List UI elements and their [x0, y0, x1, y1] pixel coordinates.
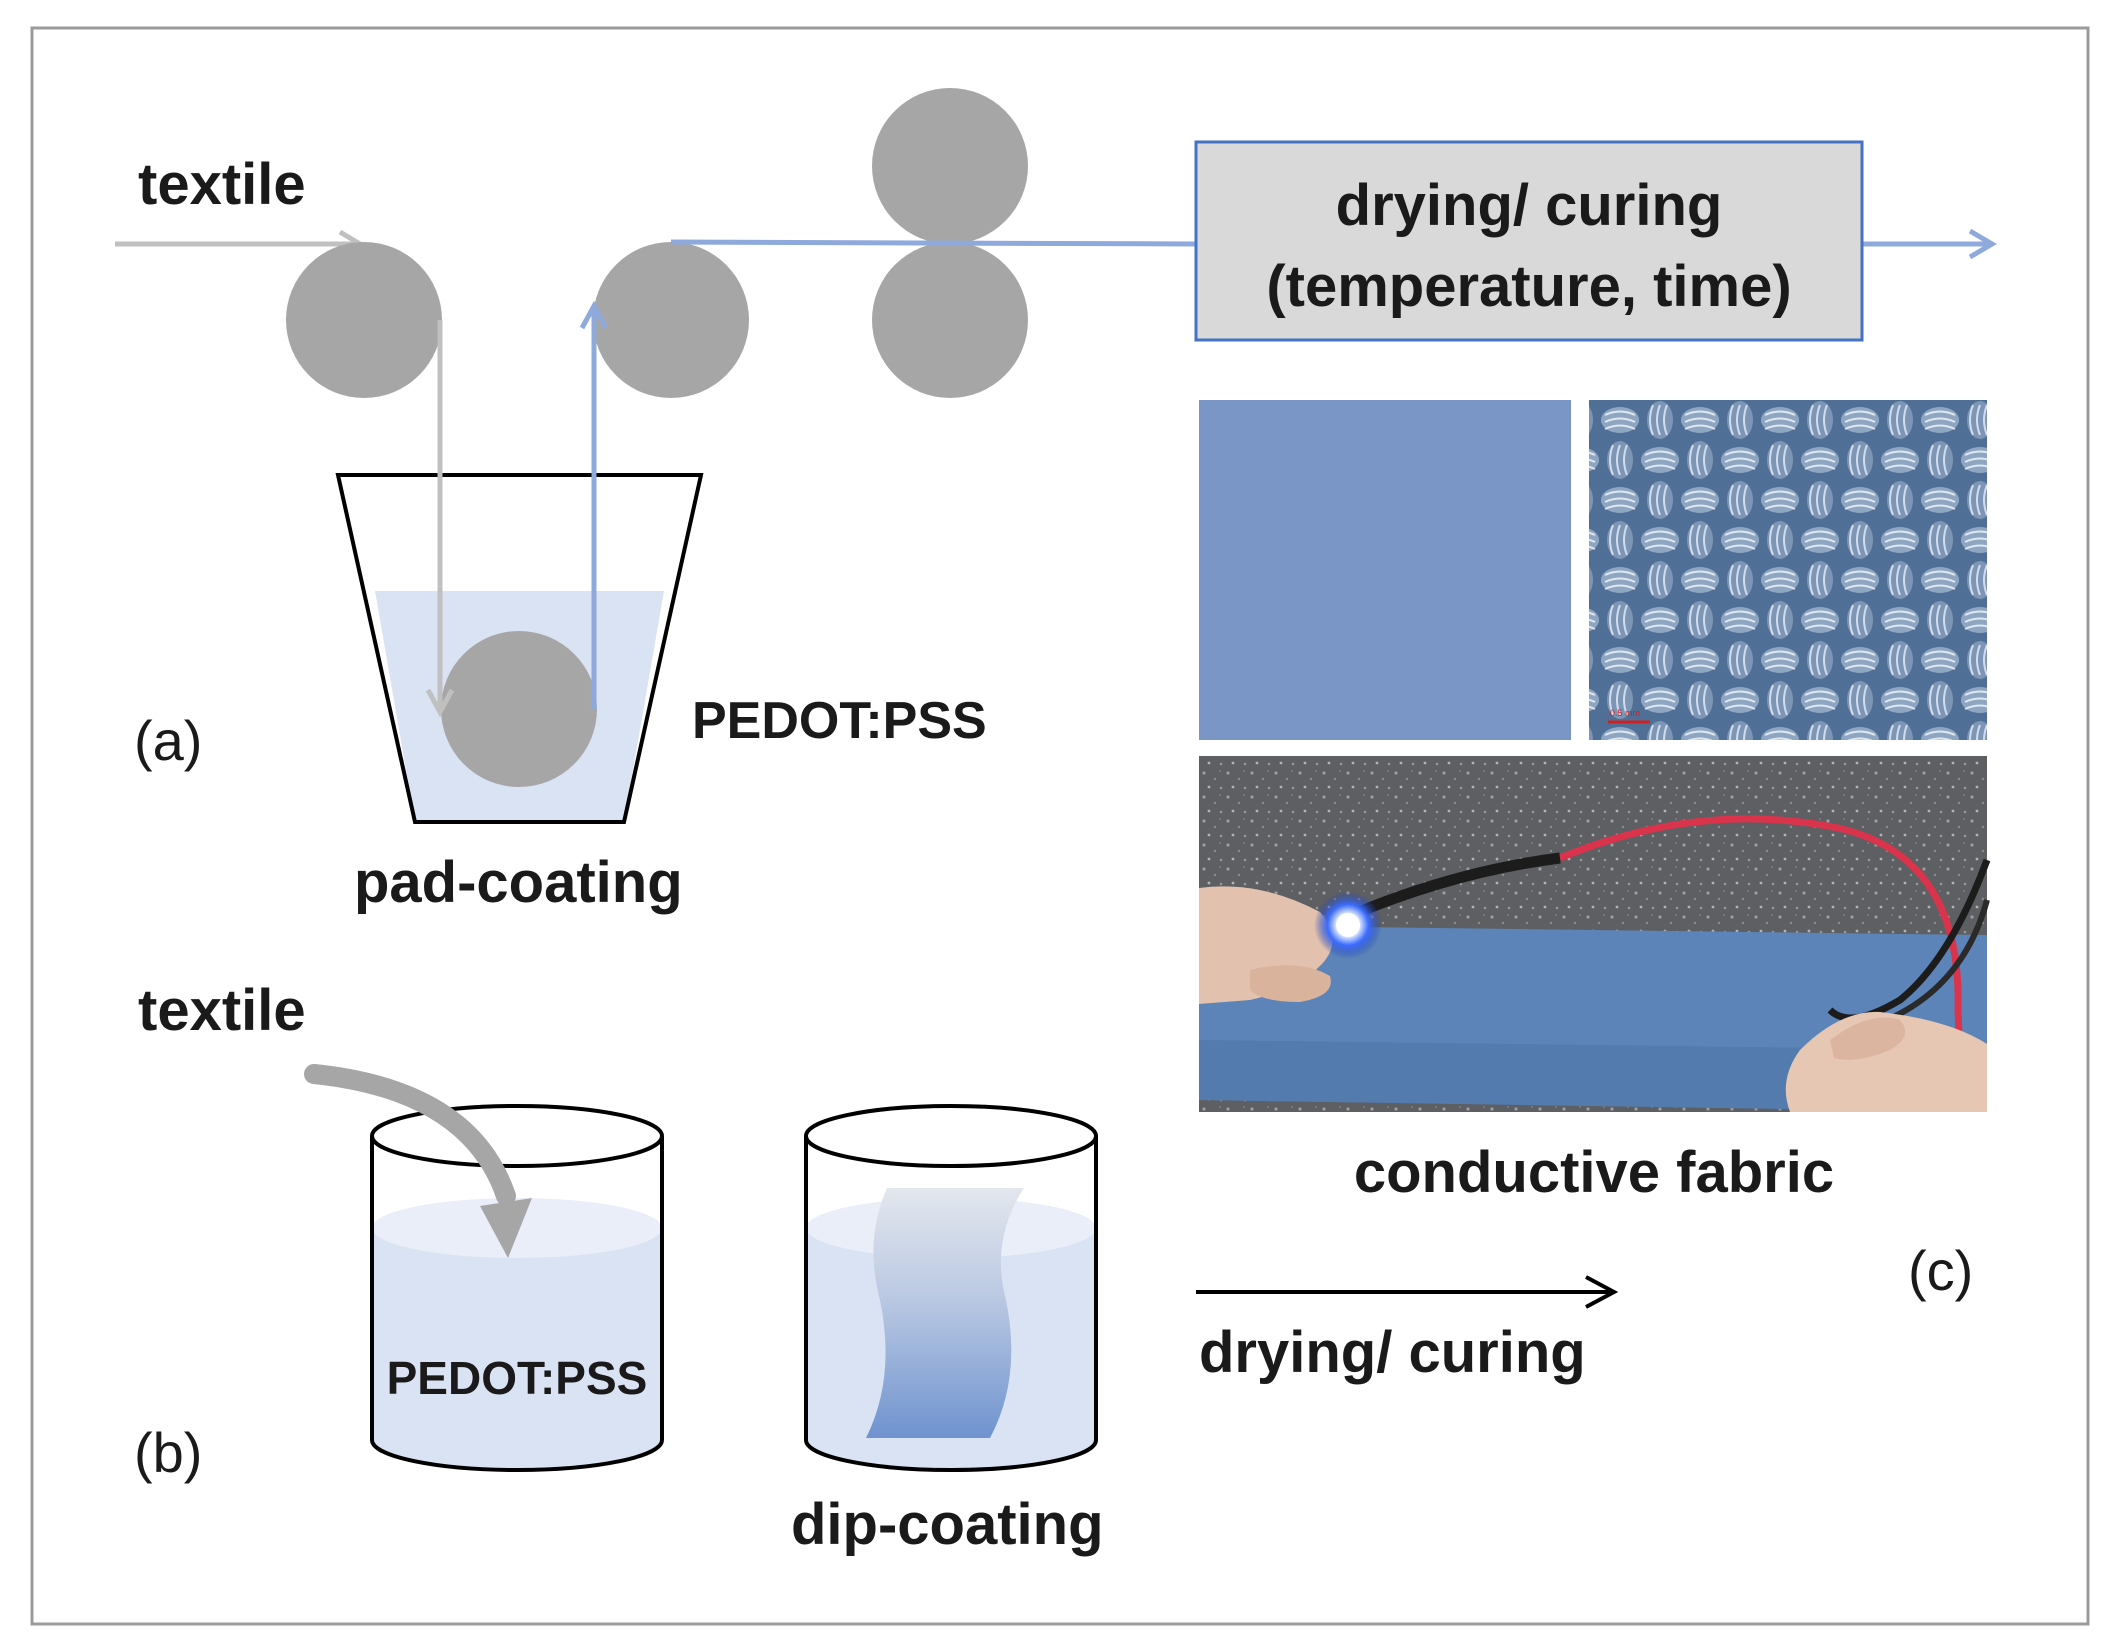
drying-arrowhead	[1585, 1275, 1619, 1309]
right-finger	[1830, 1017, 1906, 1060]
drying-arrow-label: drying/ curing	[1199, 1320, 1586, 1385]
textile-insertion-arrowhead	[480, 1198, 532, 1258]
dryer-label-line1: drying/ curing	[1336, 173, 1723, 238]
nip-roller-bottom	[872, 242, 1028, 398]
panel-b-dip-coating: textile PEDOT:PSS dip-coating drying/ cu…	[134, 978, 1619, 1557]
roller-entry	[286, 242, 442, 398]
panel-c-label: (c)	[1908, 1239, 1973, 1302]
dryer-output-arrowhead	[1968, 228, 1997, 260]
roller-exit	[593, 242, 749, 398]
coated-textile-ascent-arrowhead	[579, 300, 609, 330]
fabric-micrograph	[1589, 400, 1987, 740]
beaker-1-label: PEDOT:PSS	[387, 1352, 648, 1404]
panel-a-textile-label: textile	[138, 152, 306, 217]
panel-a-pad-coating: textile drying/ curing (temperature, tim…	[115, 88, 1997, 915]
beaker-1-liquid	[372, 1228, 662, 1470]
fabric-photo-plain	[1199, 400, 1571, 740]
coated-textile-top-path	[670, 239, 1197, 247]
left-thumb	[1250, 965, 1331, 1002]
pad-bath-trough	[335, 473, 704, 824]
nip-roller-top	[872, 88, 1028, 244]
beaker-2-body	[804, 1136, 1098, 1472]
dip-coating-label: dip-coating	[791, 1492, 1104, 1557]
dryer-label-line2: (temperature, time)	[1266, 254, 1791, 319]
panel-b-label: (b)	[134, 1421, 202, 1484]
led-core	[1336, 913, 1360, 937]
conductive-fabric-caption: conductive fabric	[1354, 1140, 1834, 1205]
beaker-1-body	[370, 1136, 664, 1472]
textile-descent-arrowhead	[425, 688, 455, 718]
panel-a-label: (a)	[134, 709, 202, 772]
drying-curing-box	[1194, 140, 1864, 342]
panel-c-conductive-fabric: 0.5 mm conductive fabric (c)	[1199, 400, 1991, 1302]
micrograph-scale-text: 0.5 mm	[1610, 708, 1640, 718]
pad-bath-label: PEDOT:PSS	[692, 692, 987, 750]
pad-coating-label: pad-coating	[354, 850, 683, 915]
dipped-fabric-strip	[866, 1188, 1024, 1438]
fabric-photo-plain-sheen	[1199, 400, 1571, 740]
panel-b-textile-label: textile	[138, 978, 306, 1043]
textile-insertion-arrow	[304, 1064, 516, 1206]
roller-bath	[441, 631, 597, 787]
